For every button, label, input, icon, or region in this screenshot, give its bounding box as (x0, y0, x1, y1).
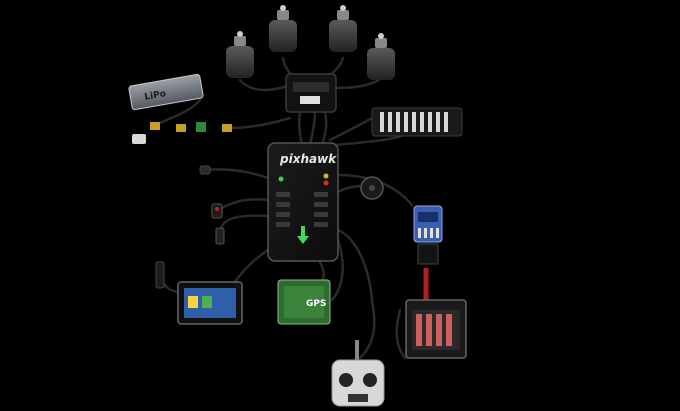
safety-switch (199, 165, 211, 175)
motor-top (277, 10, 289, 20)
motor-top (337, 10, 349, 20)
motor-4 (367, 33, 395, 80)
status-led-amber (323, 173, 329, 179)
controller-brand: pixhawk (279, 152, 337, 166)
connector-2 (176, 124, 186, 132)
pdb-to-pixhawk-wire (297, 110, 304, 147)
motor-top (375, 38, 387, 48)
motor-wire-1 (238, 78, 290, 92)
battery-label: LiPo (144, 89, 167, 103)
rx-to-controller-wire (395, 308, 407, 360)
lipo-battery: LiPo (128, 73, 204, 111)
orientation-arrow-icon (297, 226, 309, 244)
buzzer-wire (336, 184, 364, 194)
pixhawk-flight-controller: pixhawk (267, 142, 339, 262)
buzzer (360, 176, 384, 200)
battery-wire (156, 98, 202, 126)
propeller-hub (340, 5, 346, 11)
motor-body (367, 48, 395, 80)
gps-wire-2 (330, 238, 344, 302)
wiring (156, 56, 414, 360)
io-expansion-board (371, 107, 463, 137)
propeller-hub (280, 5, 286, 11)
rc-receiver (413, 205, 443, 265)
motor-body (226, 46, 254, 78)
motor-top (234, 36, 246, 46)
propeller-hub (237, 31, 243, 37)
status-led-green (278, 176, 284, 182)
battery-checker (132, 134, 146, 144)
usb-connector (215, 227, 225, 245)
telemetry-wire (230, 248, 270, 287)
rc-transmitter (331, 340, 385, 407)
radio-antenna-wire (358, 298, 376, 360)
status-led-red (323, 180, 329, 186)
sensor-wire-3 (218, 214, 270, 234)
motor-wire-4 (328, 78, 381, 90)
radio-wire (336, 228, 374, 302)
telemetry-radio (155, 261, 243, 325)
motor-body (329, 20, 357, 52)
connector-1 (150, 122, 160, 130)
connector-3 (222, 124, 232, 132)
servo-rail-module (405, 299, 467, 359)
power-module (196, 122, 206, 132)
motor-2 (269, 5, 297, 52)
propeller-hub (378, 33, 384, 39)
io-module-wire (328, 116, 374, 142)
power-distribution-board (285, 73, 337, 113)
pdb-to-pixhawk-wire-3 (320, 110, 328, 147)
motor-body (269, 20, 297, 52)
sensor-wire-2 (216, 198, 270, 212)
pdb-to-pixhawk-wire-2 (308, 110, 317, 147)
power-wire (228, 116, 292, 130)
gps-label: GPS (306, 299, 326, 309)
airspeed-sensor (211, 203, 223, 219)
controller-ports (276, 192, 328, 227)
sensor-wire-1 (203, 168, 270, 180)
motor-3 (329, 5, 357, 52)
motor-1 (226, 31, 254, 78)
power-connectors (132, 122, 232, 144)
gps-module: GPS (277, 279, 331, 325)
